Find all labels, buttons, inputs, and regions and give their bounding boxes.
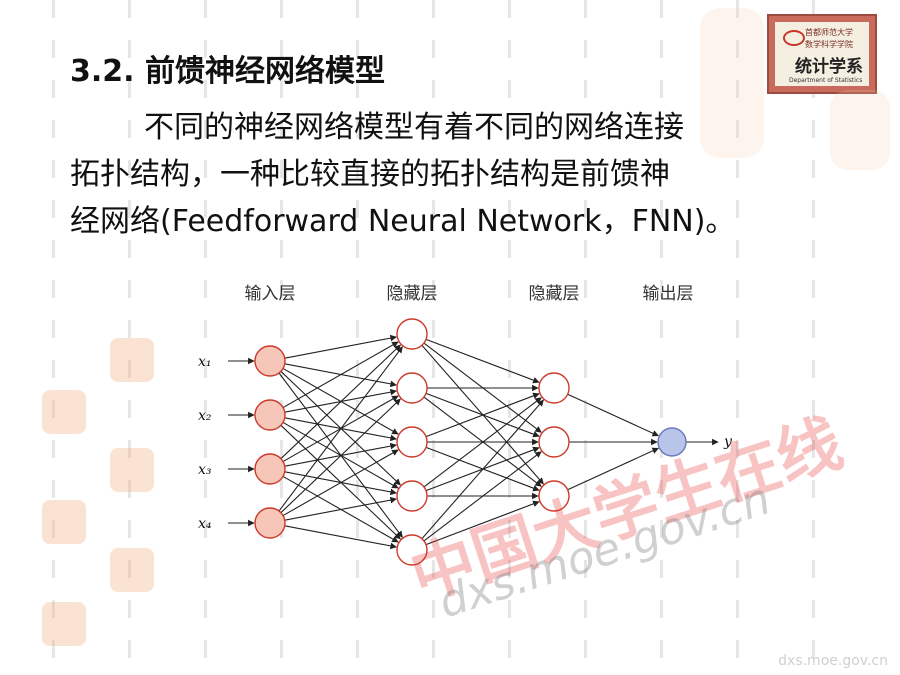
network-edge — [284, 496, 397, 521]
network-edge — [567, 447, 659, 491]
background-dash-column — [280, 0, 283, 675]
seal-stamp-icon — [110, 448, 154, 492]
background-dash-column — [52, 0, 55, 675]
decorative-seal-stamps — [42, 8, 890, 646]
slide-title: 3.2. 前馈神经网络模型 — [70, 54, 385, 89]
hidden-node — [396, 372, 428, 404]
network-edge — [423, 451, 542, 542]
logo-department-english: Department of Statistics — [789, 77, 863, 84]
paragraph-line-1-text: 不同的神经网络模型有着不同的网络连接 — [144, 110, 684, 145]
logo-school-name: 数学科学学院 — [805, 40, 853, 49]
hidden-node — [396, 426, 428, 458]
seal-stamp-icon — [42, 500, 86, 544]
paragraph-line-3: 经网络(Feedforward Neural Network，FNN)。 — [70, 204, 736, 239]
hidden-node — [396, 318, 428, 350]
network-edge — [425, 392, 540, 438]
footer-watermark: dxs.moe.gov.cn — [778, 653, 888, 669]
background-dash-column — [584, 0, 587, 675]
network-edge — [421, 399, 544, 540]
network-edge — [284, 334, 397, 359]
network-edge — [567, 393, 659, 437]
network-edge — [282, 341, 399, 409]
input-label-x4: x₄ — [198, 516, 212, 532]
input-label-x2: x₂ — [198, 408, 212, 424]
input-label-x3: x₃ — [198, 462, 212, 478]
hidden-node — [538, 480, 570, 512]
paragraph-line-2: 拓扑结构，一种比较直接的拓扑结构是前馈神 — [70, 157, 670, 192]
large-seal-watermark-icon — [700, 8, 764, 158]
background-dash-column — [204, 0, 207, 675]
output-label-y: y — [723, 434, 733, 450]
seal-stamp-icon — [42, 390, 86, 434]
hidden-node — [538, 372, 570, 404]
network-edge — [282, 449, 399, 517]
seal-stamp-icon — [42, 602, 86, 646]
seal-stamp-icon — [110, 338, 154, 382]
background-dash-column — [508, 0, 511, 675]
background-dash-column — [356, 0, 359, 675]
large-seal-watermark-icon — [830, 90, 890, 170]
university-seal-icon — [783, 30, 805, 46]
seal-stamp-icon — [110, 548, 154, 592]
input-label-x1: x₁ — [198, 354, 212, 370]
input-node — [254, 399, 286, 431]
background-dash-column — [432, 0, 435, 675]
layer-label-output: 输出层 — [643, 284, 694, 304]
logo-panel: 首都师范大学 数学科学学院 统计学系 Department of Statist… — [775, 22, 869, 86]
slide-paragraph: 不同的神经网络模型有着不同的网络连接 拓扑结构，一种比较直接的拓扑结构是前馈神 … — [70, 104, 830, 245]
paragraph-line-1: 不同的神经网络模型有着不同的网络连接 — [70, 104, 830, 151]
network-edges — [228, 334, 719, 550]
layer-label-hidden-1: 隐藏层 — [387, 284, 438, 304]
layer-label-input: 输入层 — [245, 284, 296, 304]
department-logo: 首都师范大学 数学科学学院 统计学系 Department of Statist… — [767, 14, 877, 94]
hidden-node — [396, 480, 428, 512]
network-edge — [284, 525, 397, 550]
input-node — [254, 453, 286, 485]
background-dash-column — [660, 0, 663, 675]
logo-university-name: 首都师范大学 — [805, 28, 853, 37]
network-edge — [280, 398, 401, 514]
network-nodes — [254, 318, 687, 566]
hidden-node — [538, 426, 570, 458]
background-dash-column — [736, 0, 739, 675]
layer-label-hidden-2: 隐藏层 — [529, 284, 580, 304]
background-dash-column — [128, 0, 131, 675]
logo-department-name: 统计学系 — [795, 57, 863, 77]
network-edge — [423, 397, 542, 488]
network-edge — [278, 346, 403, 512]
input-node — [254, 345, 286, 377]
hidden-node — [396, 534, 428, 566]
network-edge — [425, 500, 540, 546]
input-node — [254, 507, 286, 539]
network-edge — [425, 338, 540, 384]
background-dash-column — [812, 0, 815, 675]
network-edge — [280, 344, 401, 460]
output-node — [657, 427, 687, 457]
